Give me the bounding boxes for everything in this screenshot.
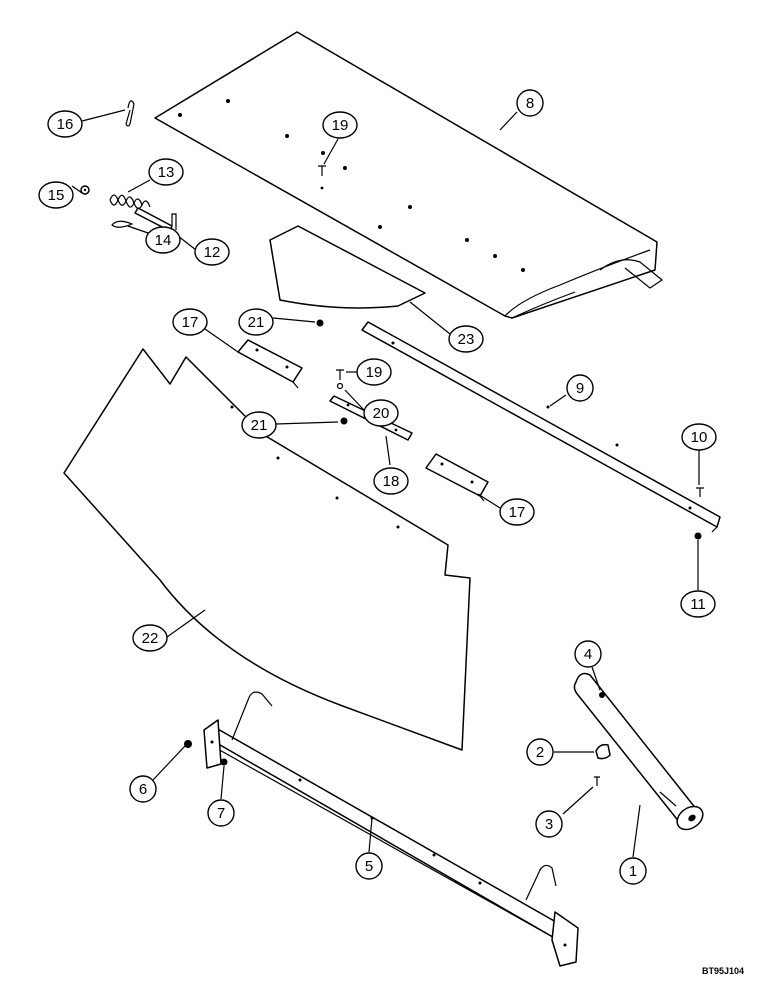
callout-21-lower: 21 xyxy=(241,411,277,439)
callout-2-label: 2 xyxy=(536,744,544,761)
callout-21-lower-label: 21 xyxy=(251,417,268,434)
callout-17-lower: 17 xyxy=(499,498,535,526)
callout-21-upper: 21 xyxy=(238,308,274,336)
callout-23-label: 23 xyxy=(458,331,475,348)
callout-13: 13 xyxy=(148,158,184,186)
hardware-bolt-19-upper xyxy=(318,165,326,190)
callout-2: 2 xyxy=(526,738,554,766)
callout-12: 12 xyxy=(194,238,230,266)
leader-lines xyxy=(71,109,700,858)
top-cover-panel-part-8 xyxy=(154,31,664,319)
callout-4: 4 xyxy=(574,640,602,668)
callout-13-label: 13 xyxy=(158,164,175,181)
callout-17-lower-label: 17 xyxy=(509,504,526,521)
callout-3-label: 3 xyxy=(545,816,553,833)
nut-part-6 xyxy=(184,740,192,748)
spring-part-13 xyxy=(109,194,151,210)
clip-pin-part-16 xyxy=(125,100,135,127)
bolt-part-3 xyxy=(594,776,600,786)
callout-11-label: 11 xyxy=(690,596,706,613)
latch-pin-part-12 xyxy=(134,207,177,232)
callout-21-upper-label: 21 xyxy=(248,314,265,331)
callout-5: 5 xyxy=(355,852,383,880)
callout-12-label: 12 xyxy=(204,244,221,261)
washer-part-7 xyxy=(220,758,228,766)
hardware-bolt-10 xyxy=(696,487,704,497)
washer-part-15 xyxy=(80,185,90,195)
callout-10: 10 xyxy=(681,423,717,451)
handle-part-1 xyxy=(573,672,704,831)
angle-strip-part-9 xyxy=(361,321,721,533)
bracket-part-17-upper xyxy=(237,339,303,389)
bracket-part-17-lower xyxy=(425,453,489,502)
triangular-plate-part-23 xyxy=(269,225,426,309)
hardware-bolt-19-middle xyxy=(336,369,344,380)
callout-6-label: 6 xyxy=(139,781,147,798)
callout-7: 7 xyxy=(207,799,235,827)
callout-7-label: 7 xyxy=(217,805,225,822)
callout-17-upper: 17 xyxy=(172,308,208,336)
nut-part-4 xyxy=(599,692,605,698)
callout-22-label: 22 xyxy=(142,630,159,647)
callout-18: 18 xyxy=(373,467,409,495)
callout-16-label: 16 xyxy=(57,116,74,133)
callout-20-label: 20 xyxy=(373,405,390,422)
callout-3: 3 xyxy=(535,810,563,838)
callout-23: 23 xyxy=(448,325,484,353)
callout-19-middle: 19 xyxy=(356,358,392,386)
callout-9-label: 9 xyxy=(576,380,584,397)
callout-19-middle-label: 19 xyxy=(366,364,383,381)
callout-11: 11 xyxy=(680,590,716,618)
large-flap-part-22 xyxy=(63,348,471,751)
callout-22: 22 xyxy=(132,624,168,652)
callout-16: 16 xyxy=(47,110,83,138)
callout-15: 15 xyxy=(38,181,74,209)
hardware-nut-21-upper xyxy=(316,319,324,327)
figure-reference: BT95J104 xyxy=(702,966,744,976)
hardware-nut-21-lower xyxy=(340,417,348,425)
callout-10-label: 10 xyxy=(691,429,708,446)
callout-17-upper-label: 17 xyxy=(182,314,199,331)
callout-4-label: 4 xyxy=(584,646,592,663)
callout-9: 9 xyxy=(566,374,594,402)
bushing-part-2 xyxy=(595,743,611,760)
callout-20: 20 xyxy=(363,399,399,427)
callout-6: 6 xyxy=(129,775,157,803)
callout-1-label: 1 xyxy=(629,863,637,880)
callout-8: 8 xyxy=(516,89,544,117)
hardware-washer-20 xyxy=(336,382,344,390)
callout-5-label: 5 xyxy=(365,858,373,875)
callout-19-upper-label: 19 xyxy=(332,117,349,134)
hardware-nut-11 xyxy=(694,532,702,540)
callout-1: 1 xyxy=(619,857,647,885)
callout-8-label: 8 xyxy=(526,95,534,112)
cotter-pin-part-14 xyxy=(111,220,134,228)
callout-14: 14 xyxy=(145,226,181,254)
callout-18-label: 18 xyxy=(383,473,400,490)
mounting-bar-part-5 xyxy=(203,691,579,967)
callout-19-upper: 19 xyxy=(322,111,358,139)
callout-14-label: 14 xyxy=(155,232,172,249)
callout-15-label: 15 xyxy=(48,187,65,204)
